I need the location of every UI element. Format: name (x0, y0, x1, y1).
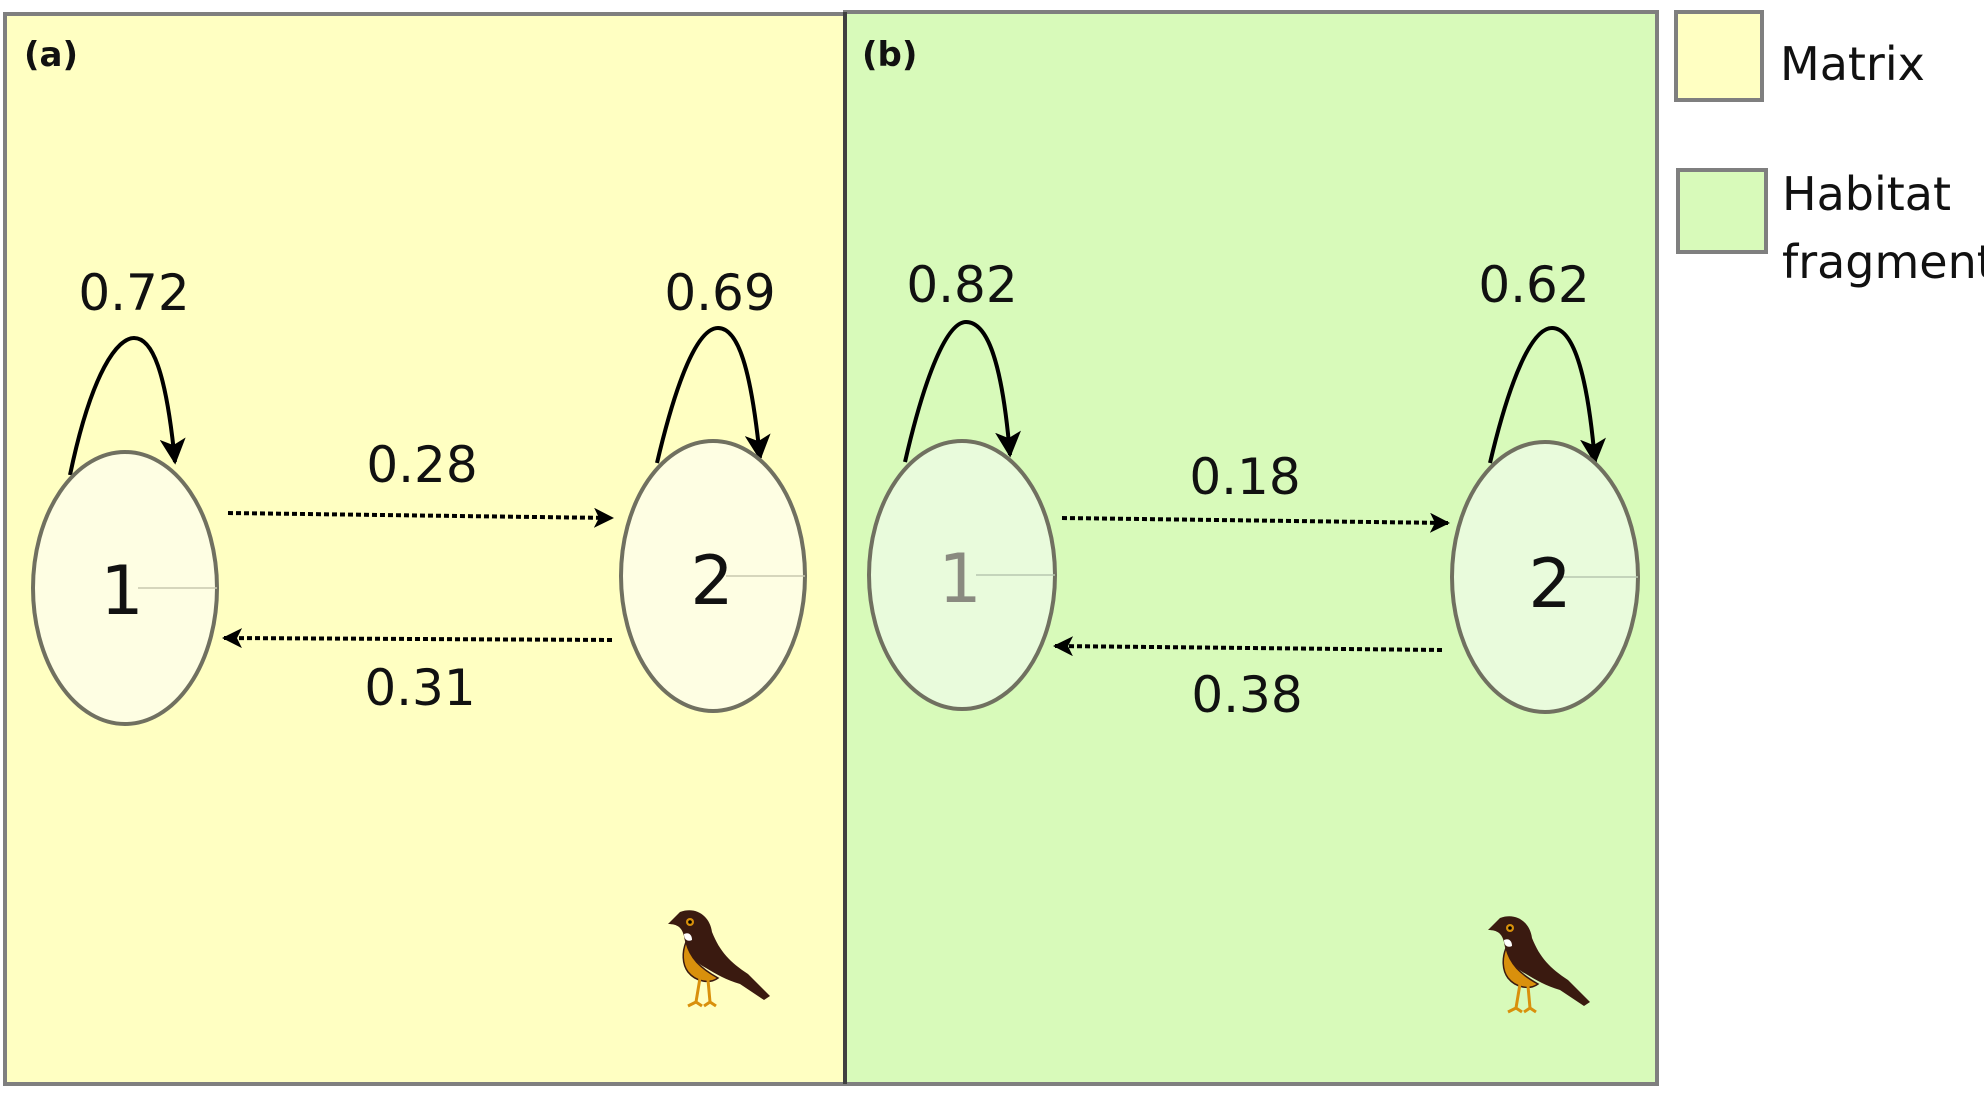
state-label: 2 (690, 542, 733, 621)
state-node-2: 2 (619, 439, 807, 713)
legend-item-habitat-fragments: Habitat fragments (1676, 167, 1984, 289)
state-label: 2 (1528, 545, 1571, 624)
p12-label: 0.18 (1189, 448, 1300, 506)
p11-label: 0.82 (906, 256, 1017, 314)
panel-b: (b) 0.82 0.62 0.18 0.38 1 2 (843, 10, 1659, 1086)
bird-icon (1488, 916, 1590, 1014)
state-node-1: 1 (867, 439, 1057, 711)
self-loop-1-arrow (903, 319, 1021, 463)
bird-icon (668, 910, 770, 1008)
transition-2-to-1-arrow (222, 628, 613, 649)
transition-1-to-2-arrow (227, 507, 614, 528)
p21-label: 0.31 (364, 659, 475, 717)
self-loop-1-arrow (68, 335, 186, 476)
transition-2-to-1-arrow (1053, 636, 1443, 657)
p22-label: 0.62 (1478, 256, 1589, 314)
legend-label-habitat-line1: Habitat (1782, 167, 1951, 221)
legend: Matrix Habitat fragments (1674, 10, 1984, 289)
panel-b-label: (b) (862, 35, 917, 75)
state-node-1: 1 (31, 450, 219, 726)
p21-label: 0.38 (1191, 666, 1302, 724)
p22-label: 0.69 (664, 264, 775, 322)
transition-1-to-2-arrow (1061, 512, 1450, 533)
p11-label: 0.72 (78, 264, 189, 322)
self-loop-2-arrow (1488, 325, 1606, 465)
panel-a: (a) 0.72 0.69 0.28 0.31 1 2 (3, 12, 847, 1086)
legend-label-habitat-line2: fragments (1782, 235, 1984, 289)
p12-label: 0.28 (366, 436, 477, 494)
self-loop-2-arrow (655, 325, 771, 464)
panel-a-label: (a) (24, 35, 78, 75)
legend-label-matrix: Matrix (1780, 37, 1925, 91)
legend-item-matrix: Matrix (1674, 10, 1925, 102)
legend-swatch-habitat (1676, 168, 1768, 254)
state-node-2: 2 (1450, 440, 1640, 714)
state-label: 1 (938, 540, 981, 619)
state-label: 1 (100, 552, 143, 631)
legend-swatch-matrix (1674, 10, 1764, 102)
